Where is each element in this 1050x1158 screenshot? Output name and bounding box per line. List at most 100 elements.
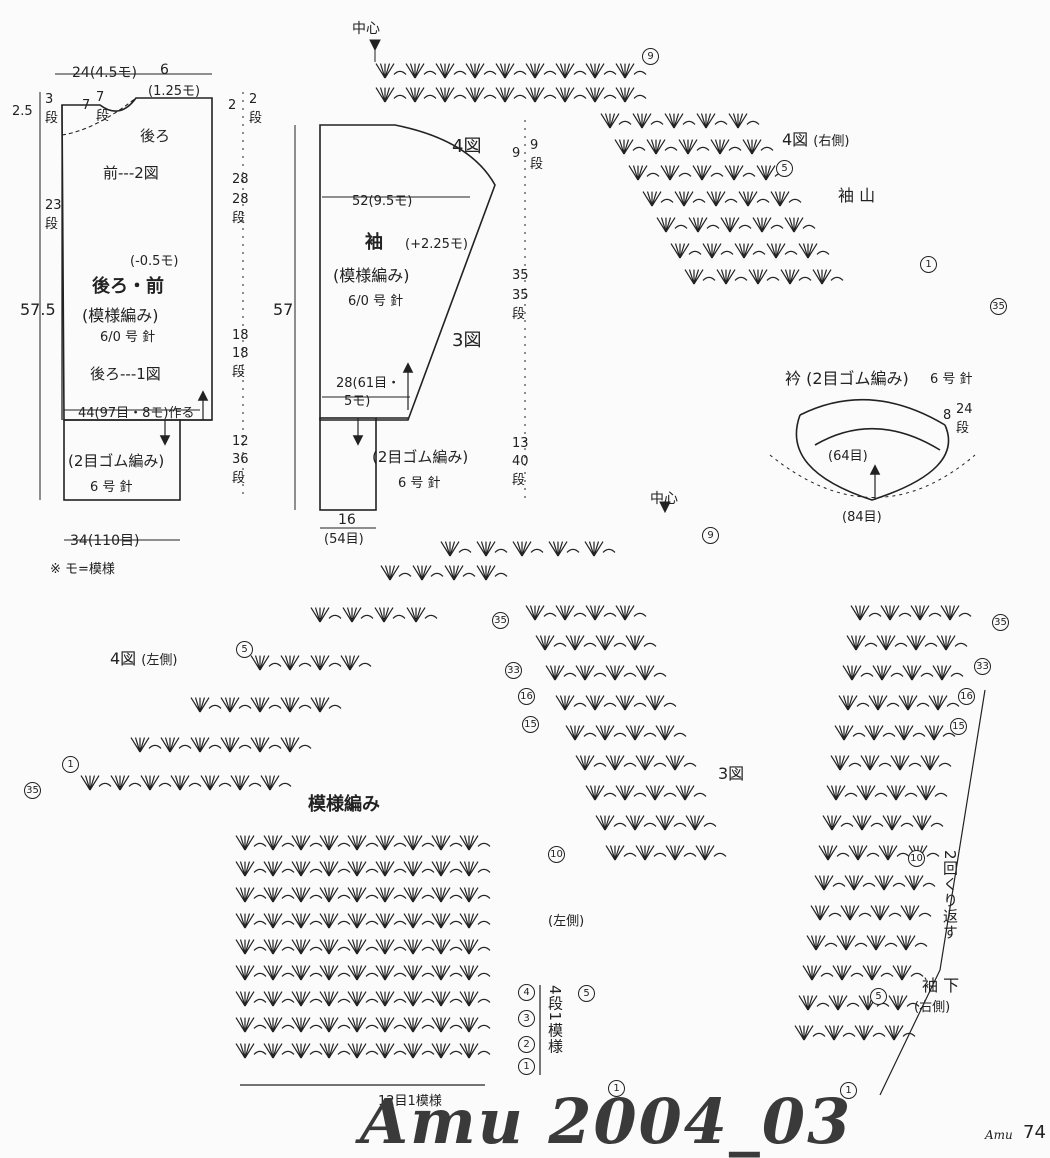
crochet-fan-symbol [828, 995, 860, 1011]
crochet-fan-symbol [794, 1025, 826, 1041]
crochet-fan-symbol [920, 755, 952, 771]
crochet-fan-symbol [684, 269, 716, 285]
crochet-fan-symbol [834, 725, 866, 741]
crochet-fan-symbol [319, 1043, 351, 1059]
collar-top-count: (64目) [828, 449, 868, 464]
crochet-fan-symbol [742, 139, 774, 155]
crochet-fan-symbol [319, 1017, 351, 1033]
crochet-fan-symbol [431, 991, 463, 1007]
crochet-fan-symbol [375, 965, 407, 981]
sleeve-height: 57 [273, 300, 294, 319]
crochet-fan-symbol [716, 269, 748, 285]
crochet-fan-symbol [374, 607, 406, 623]
body-cast-on: 44(97目・8モ)作る [78, 406, 195, 421]
body-right-12: 12 [232, 434, 249, 449]
row-marker-35: 35 [990, 298, 1007, 315]
crochet-fan-symbol [375, 63, 407, 79]
crochet-fan-symbol [375, 1017, 407, 1033]
body-rib-needle: 6 号 針 [90, 480, 133, 495]
crochet-fan-symbol [405, 63, 437, 79]
crochet-fan-symbol [814, 875, 846, 891]
crochet-fan-symbol [824, 1025, 856, 1041]
crochet-fan-symbol [495, 63, 527, 79]
crochet-fan-symbol [375, 913, 407, 929]
watermark: Amu 2004_03 [360, 1085, 853, 1158]
crochet-fan-symbol [435, 87, 467, 103]
crochet-fan-symbol [810, 905, 842, 921]
crochet-fan-symbol [848, 845, 880, 861]
row-marker-16-right: 16 [958, 688, 975, 705]
crochet-fan-symbol [291, 991, 323, 1007]
crochet-fan-symbol [347, 1043, 379, 1059]
left-side-label: (左側) [548, 914, 585, 929]
row-marker-9-mid: 9 [702, 527, 719, 544]
crochet-fan-symbol [605, 755, 637, 771]
crochet-fan-symbol [319, 861, 351, 877]
crochet-fan-symbol [235, 1043, 267, 1059]
row-marker-33-left: 33 [505, 662, 522, 679]
crochet-fan-symbol [342, 607, 374, 623]
crochet-fan-symbol [459, 887, 491, 903]
crochet-fan-symbol [140, 775, 172, 791]
crochet-fan-symbol [375, 87, 407, 103]
page-number: 74 [1023, 1122, 1046, 1143]
row-marker-33-right: 33 [974, 658, 991, 675]
crochet-fan-symbol [403, 913, 435, 929]
sleeve-d9: 9 [512, 146, 521, 161]
crochet-fan-symbol [890, 755, 922, 771]
crochet-fan-symbol [403, 1017, 435, 1033]
sleeve-lower2: 5モ) [344, 394, 371, 409]
crochet-fan-symbol [798, 243, 830, 259]
crochet-fan-symbol [748, 269, 780, 285]
row-marker-5: 5 [776, 160, 793, 177]
row-marker-35-fig4left: 35 [24, 782, 41, 799]
pattern-title: 模様編み [308, 794, 380, 815]
crochet-fan-symbol [375, 835, 407, 851]
row-marker-15-left: 15 [522, 716, 539, 733]
crochet-fan-symbol [728, 113, 760, 129]
crochet-fan-symbol [585, 87, 617, 103]
crochet-fan-symbol [854, 1025, 886, 1041]
crochet-fan-symbol [431, 1017, 463, 1033]
crochet-fan-symbol [702, 243, 734, 259]
crochet-fan-symbol [235, 939, 267, 955]
row-marker-1-right: 1 [840, 1082, 857, 1099]
crochet-fan-symbol [347, 887, 379, 903]
crochet-fan-symbol [906, 635, 938, 651]
row-marker-5-right: 5 [870, 988, 887, 1005]
crochet-fan-symbol [535, 635, 567, 651]
crochet-fan-symbol [403, 1043, 435, 1059]
crochet-fan-symbol [310, 655, 342, 671]
crochet-fan-symbol [235, 861, 267, 877]
body-hem-width: 34(110目) [70, 533, 140, 549]
crochet-fan-symbol [864, 725, 896, 741]
crochet-fan-symbol [868, 695, 900, 711]
crochet-fan-symbol [696, 113, 728, 129]
crochet-fan-symbol [431, 913, 463, 929]
row-marker-35-left: 35 [492, 612, 509, 629]
crochet-fan-symbol [347, 991, 379, 1007]
crochet-fan-symbol [160, 737, 192, 753]
crochet-fan-symbol [235, 835, 267, 851]
crochet-fan-symbol [459, 913, 491, 929]
fig3-label: 3図 [718, 764, 745, 783]
crochet-fan-symbol [896, 935, 928, 951]
crochet-fan-symbol [916, 785, 948, 801]
crochet-fan-symbol [585, 605, 617, 621]
crochet-fan-symbol [431, 965, 463, 981]
crochet-fan-symbol [459, 965, 491, 981]
crochet-fan-symbol [459, 861, 491, 877]
crochet-fan-symbol [263, 1017, 295, 1033]
crochet-fan-symbol [840, 905, 872, 921]
crochet-fan-symbol [625, 815, 657, 831]
sleeve-schematic [294, 120, 526, 529]
crochet-fan-symbol [595, 635, 627, 651]
sleeve-d13: 13 [512, 436, 529, 451]
crochet-fan-symbol [431, 861, 463, 877]
crochet-fan-symbol [319, 991, 351, 1007]
crochet-fan-symbol [826, 785, 858, 801]
